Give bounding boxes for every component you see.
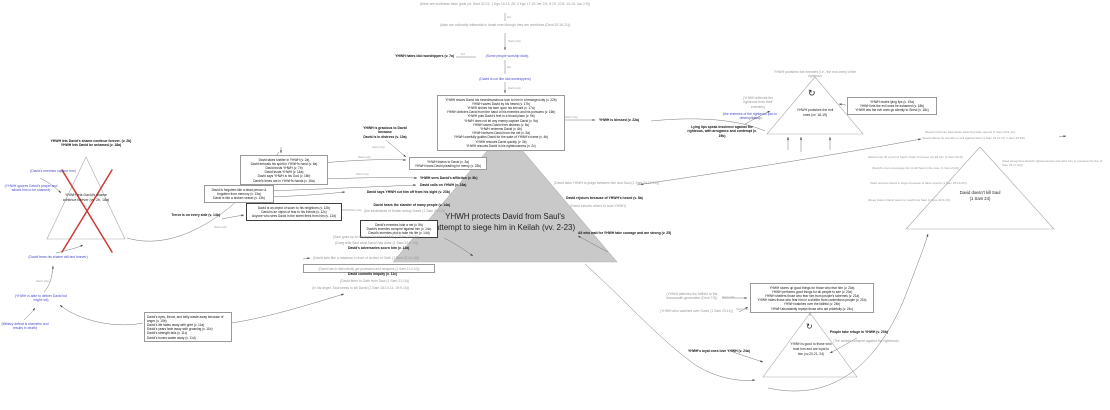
rejected-claim-triangle — [46, 156, 126, 240]
arrow-label-but: but — [507, 15, 512, 19]
punishment-triangle — [766, 76, 864, 135]
arrow-label-thats-why: that's why — [214, 225, 227, 229]
claim-loyal-love: YHWH's loyal ones love YHWH (v. 24a) — [688, 349, 750, 353]
red-x-mark — [61, 169, 113, 253]
saul-triangle — [905, 146, 1055, 230]
claim-adversaries-scorn: David's adversaries scorn him (v. 12a) — [348, 246, 410, 250]
rejected-claim-caption: YHWH lets David's shame continue forever… — [50, 139, 132, 148]
claim-iniquity: David commits iniquity (v. 11c) — [348, 272, 398, 276]
note-false-gods: (there are worthless false gods (cf. Deu… — [419, 2, 591, 6]
arrow-label-thats-why: that's why — [356, 172, 369, 176]
arrow-label-thats-why: that's why — [722, 295, 735, 299]
arrow-label-thats-why: that's why — [36, 279, 49, 283]
premise-yhwh-ignores-prayer: (YHWH ignores David's prayer and allows … — [4, 184, 58, 193]
claim-cut-off: David says YHWH cut him off from his sig… — [366, 190, 450, 194]
note-overthrow-claim: (Doeg claims David wants to overthrow Sa… — [868, 198, 951, 202]
claim-yhwh-hates-idolaters: YHWH hates idol worshippers (v. 7a) — [395, 54, 454, 58]
enemies-evidence-box: David's enemies hide a net (v. 5b) David… — [360, 220, 438, 238]
note-exhorts-trust: (David exhorts others to trust YHWH) — [570, 204, 626, 208]
premise-able-but-might-not: (YHWH is able to deliver David but might… — [14, 294, 68, 303]
note-doeg-tells: (Doeg tells Saul what David has done (1 … — [335, 241, 419, 245]
arrow-label-thats-why: that's why — [750, 116, 763, 120]
note-idols-influential: (idols are culturally influential in Isr… — [439, 23, 571, 27]
premise-military-defeat: (Military defeat is shameful and results… — [1, 322, 49, 331]
claim-lying-lips: Lying lips speak insolence against the r… — [687, 125, 757, 138]
goodness-claim-text: YHWH is good to those who trust him and … — [790, 342, 832, 356]
claim-david-calls: David calls on YHWH (v. 18a) — [420, 183, 467, 187]
punishment-caption: YHWH punishes the enemies (i.e., the evi… — [773, 70, 857, 79]
cycle-icon: ↻ — [806, 322, 813, 331]
claim-people-refuge: People take refuge in YHWH (v. 20b) — [830, 330, 888, 334]
cycle-icon: ↻ — [808, 88, 816, 98]
arrow-label-thats-why: that's why — [372, 145, 385, 149]
goodness-triangle — [762, 312, 858, 378]
forgotten-evidence-box: David is forgotten like a dead person & … — [204, 185, 274, 203]
note-faithful-generation: (YHWH watches the faithful to the thousa… — [666, 292, 718, 301]
note-cuts-cloak: (David cuts off a part of Saul's cloak, … — [868, 155, 964, 159]
arrow-label-but: but — [507, 65, 512, 69]
punishment-claim-text: YHWH punishes the evil ones (vv. 18-19) — [796, 108, 834, 117]
arrow-label-thats-why: that's why — [736, 307, 749, 311]
claim-sees-affliction: YHWH sees David's affliction (v. 8b) — [420, 176, 478, 180]
main-claim-triangle — [392, 129, 618, 263]
note-confronts-saul: (David confronts Saul about believing fa… — [925, 130, 1016, 134]
trust-evidence-box: David takes shelter in YHWH (v. 2a) Davi… — [240, 155, 328, 186]
premise-david-not-idolater: (David is not like idol worshippers) — [479, 77, 531, 81]
note-wicked-conspire: (The wicked conspire against the righteo… — [833, 339, 899, 343]
claim-rejoices: David rejoices because of YHWH's hesed (… — [566, 196, 643, 200]
punishment-evidence-box: YHWH mutes lying lips (v. 19a) YHWH lets… — [847, 97, 937, 115]
premise-enemies-capture: (David's enemies capture him) — [30, 169, 76, 173]
note-watches-david: (YHWH also watches over David (1 Sam 23:… — [660, 309, 733, 313]
note-saul-pursues: (Saul pursues David in anger because of … — [870, 181, 967, 185]
arrow-label-thats-why: that's why — [349, 208, 362, 212]
note-saul-besieges: (Saul goes up to besiege David in Keilah… — [333, 235, 419, 239]
note-flees-gath: (David flees to Gath from Saul (1 Sam 21… — [340, 279, 409, 283]
claim-terror: Terror is on every side (v. 14b) — [171, 213, 220, 217]
arrow-label-thats-why: that's why — [508, 39, 521, 43]
premise-fears-shame: (David fears his shame will last forever… — [28, 255, 88, 259]
claim-yhwh-blessed: YHWH is blessed (v. 22a) — [599, 118, 640, 122]
note-provisions-box: (David has to dishonestly get provisions… — [303, 264, 435, 274]
note-saul-recognizes: (Saul recognizes David's righteousness a… — [1002, 159, 1103, 167]
note-saul-seeks-kill: (In his anger, Saul seeks to kill David … — [312, 286, 409, 290]
rejected-claim-text: YHWH lets David's shame continue forever… — [62, 193, 110, 202]
main-claim-text: YHWH protects David from Saul's attempt … — [434, 212, 576, 232]
arrow-label-thats-why: that's why — [565, 115, 578, 119]
arrow-label-but: but — [461, 52, 466, 56]
claim-yhwh-gracious: YHWH is gracious to David because David … — [363, 126, 407, 139]
note-no-evil: (David claims he intends no evil against… — [922, 136, 1026, 140]
scorn-evidence-box: David is an object of scorn to his neigh… — [246, 203, 342, 221]
note-madman: (David acts like a madman in front of Ac… — [313, 256, 420, 260]
arrow-label-thats-why: that's why — [508, 86, 521, 90]
premise-some-worship-idols: (Some people worship idols) — [485, 54, 529, 58]
note-yhwh-judge: (David asks YHWH to judge between him an… — [554, 181, 659, 185]
goodness-evidence-box: YHWH stores up good things for those who… — [750, 283, 874, 314]
premise-enemies-plot: (the enemies of the righteous plot to de… — [722, 112, 778, 121]
listens-evidence-box: YHWH listens to David (v. 3a) YHWH hears… — [409, 157, 487, 171]
note-men-encourage: (David's men encourage him to kill Saul … — [872, 166, 960, 170]
arrow-label-thats-why: that's why — [358, 155, 371, 159]
claim-wait-courage: All who wait for YHWH take courage and a… — [578, 231, 672, 235]
lament-evidence-box: David's eyes, throat, and belly waste aw… — [144, 312, 232, 343]
claim-hears-slander: David hears the slander of many people (… — [373, 203, 450, 207]
note-defends-righteous: (YHWH defends the righteous from their e… — [742, 96, 774, 109]
saul-claim-text: David doesn't kill Saul (1 Sam 24) — [959, 190, 1001, 202]
note-keilah-betrayal: (the inhabitants of Keilah betray David … — [364, 209, 445, 213]
salvation-evidence-box: YHWH shows David his hesed/wondrous love… — [437, 95, 565, 151]
